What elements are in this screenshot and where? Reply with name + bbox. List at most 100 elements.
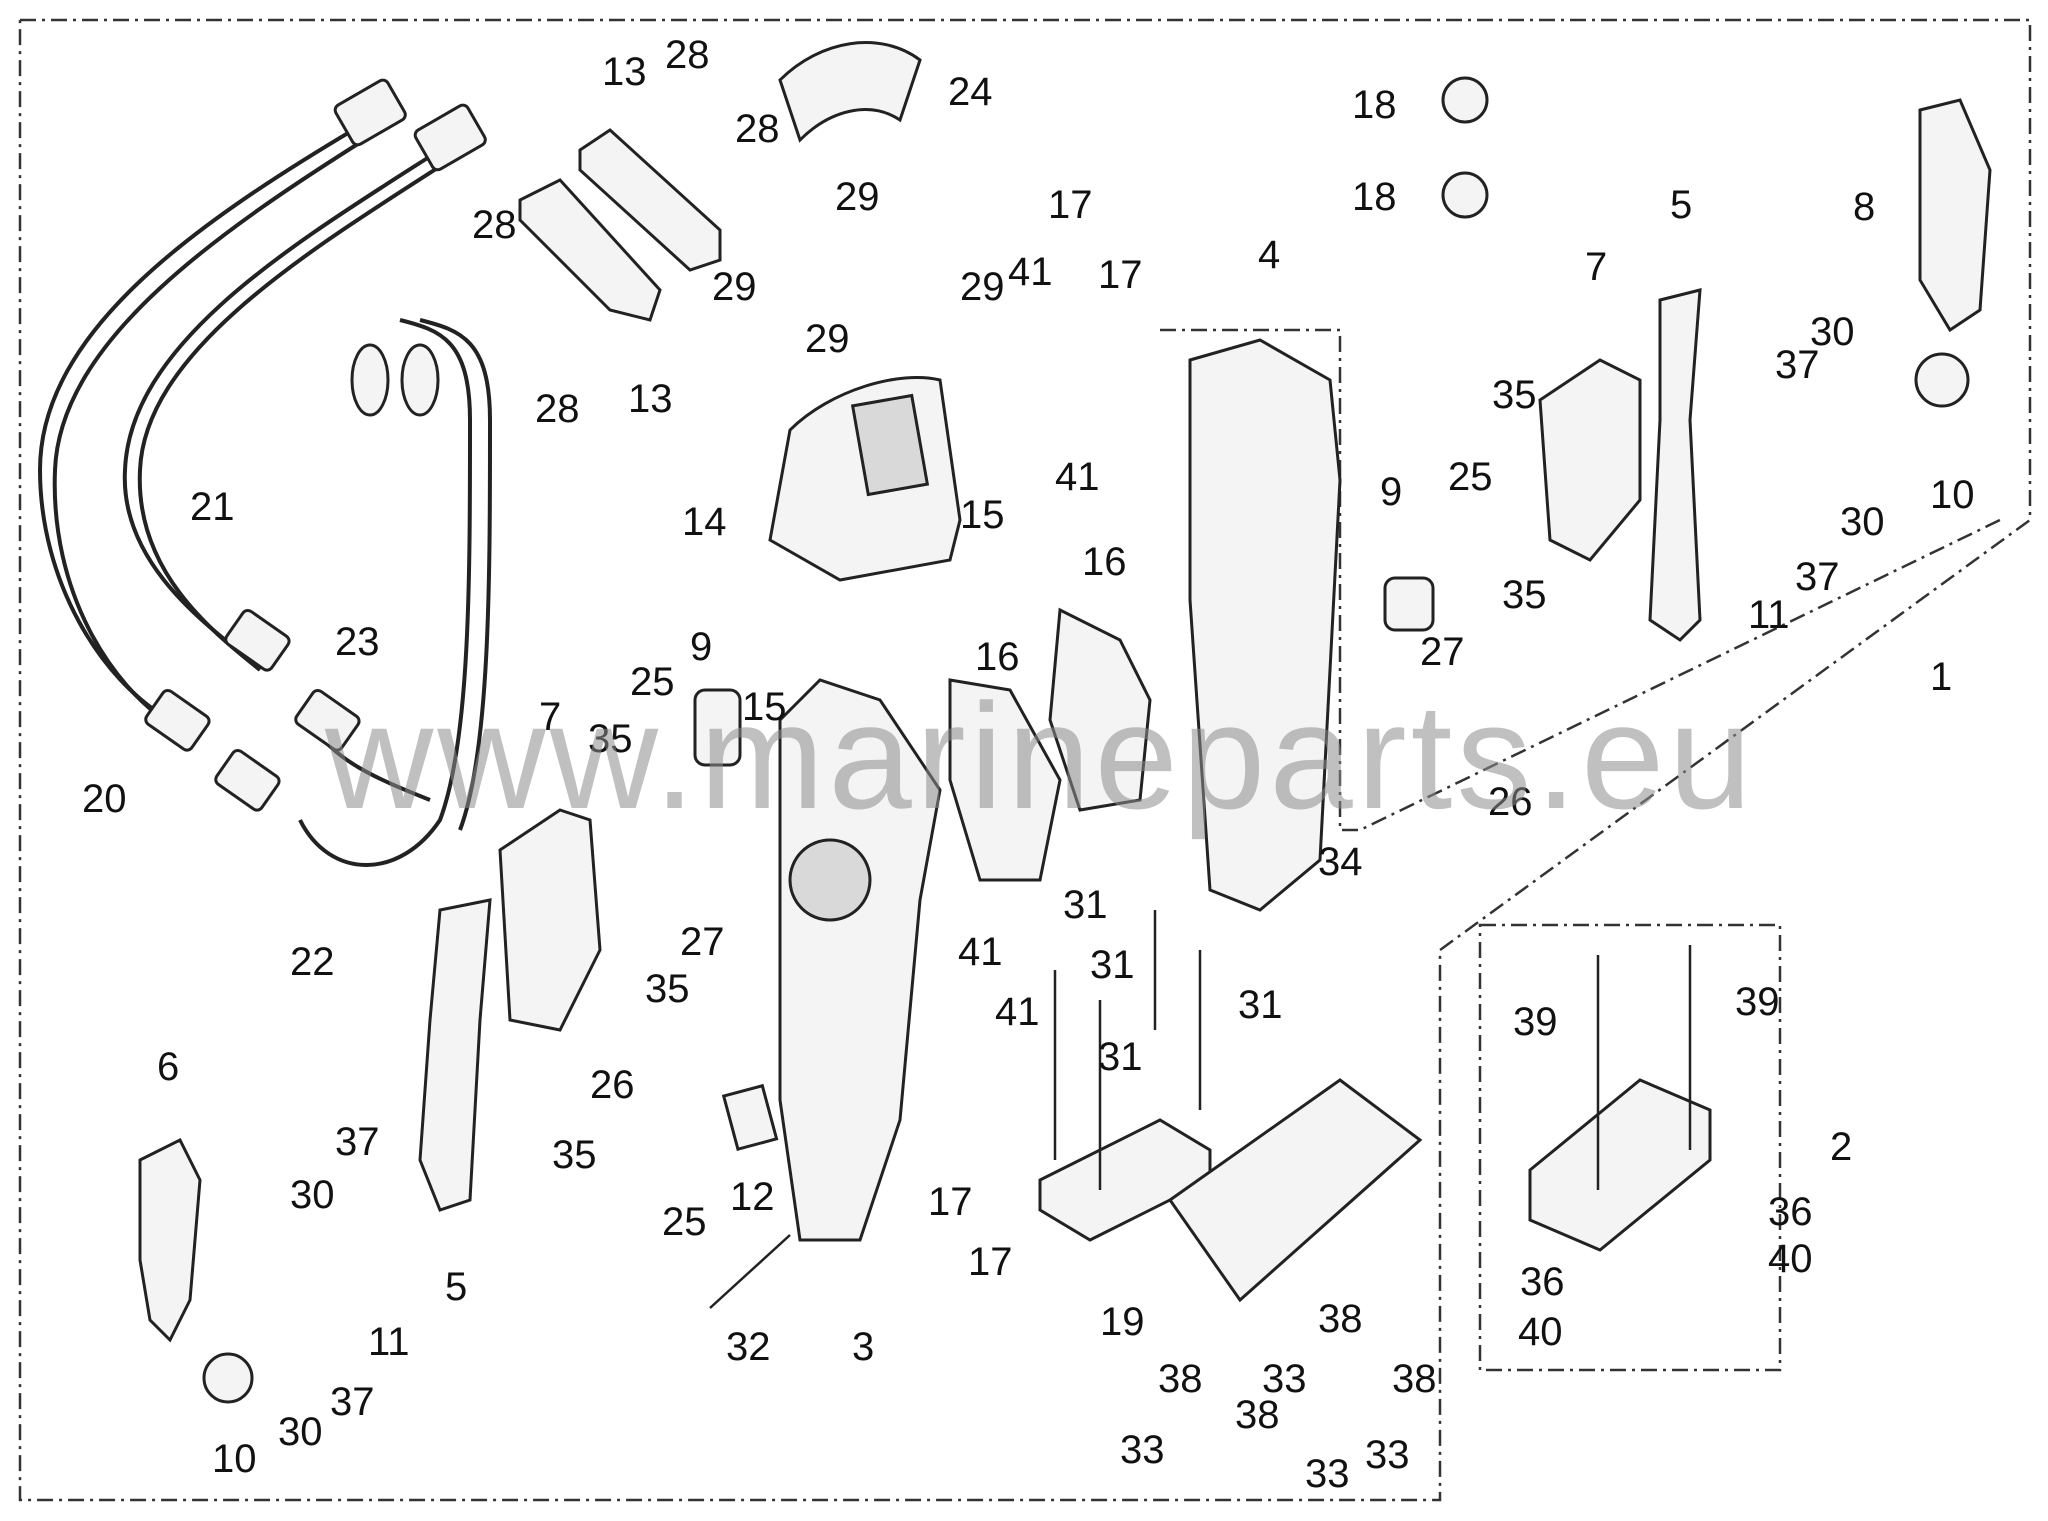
callout: 1 (1930, 655, 1952, 699)
callout: 5 (445, 1265, 467, 1309)
callout: 38 (1235, 1393, 1280, 1437)
pad-9-left (693, 688, 742, 767)
callout: 11 (368, 1320, 410, 1364)
handle-7-right (1538, 358, 1642, 562)
callout: 38 (1158, 1357, 1203, 1401)
callout: 36 (1520, 1260, 1565, 1304)
callout: 33 (1262, 1357, 1307, 1401)
lever-5-right (1648, 288, 1702, 642)
callout: 22 (290, 940, 335, 984)
callout: 37 (1775, 343, 1820, 387)
callout: 39 (1513, 1000, 1558, 1044)
callout: 31 (1238, 983, 1283, 1027)
callout: 27 (1420, 630, 1465, 674)
callout: 41 (1055, 455, 1100, 499)
bracket-13-upper (578, 128, 722, 272)
callout: 4 (1258, 233, 1280, 277)
callout: 14 (682, 500, 727, 544)
callout: 25 (630, 660, 675, 704)
callout: 41 (1008, 250, 1053, 294)
callout: 7 (539, 695, 561, 739)
callout: 10 (1930, 473, 1975, 517)
callout: 15 (960, 493, 1005, 537)
callout: 24 (948, 70, 993, 114)
callout: 35 (645, 967, 690, 1011)
callout: 5 (1670, 183, 1692, 227)
control-body-3 (778, 678, 942, 1242)
callout: 31 (1098, 1035, 1143, 1079)
callout: 35 (552, 1133, 597, 1177)
callout: 17 (1048, 183, 1093, 227)
plug-18-lower (1441, 171, 1489, 219)
callout: 37 (330, 1380, 375, 1424)
callout: 12 (730, 1175, 775, 1219)
callout: 29 (835, 175, 880, 219)
callout: 40 (1768, 1237, 1813, 1281)
callout: 11 (1748, 593, 1790, 637)
callout: 38 (1318, 1297, 1363, 1341)
callout: 27 (680, 920, 725, 964)
callout: 29 (805, 317, 850, 361)
gasket-16-lower (948, 678, 1062, 882)
callout: 28 (472, 203, 517, 247)
cap-10-left (202, 1352, 254, 1404)
callout: 33 (1365, 1433, 1410, 1477)
lever-5-left (418, 898, 492, 1212)
control-body-4 (1188, 338, 1342, 912)
callout: 8 (1853, 185, 1875, 229)
callout: 37 (1795, 555, 1840, 599)
callout: 17 (968, 1240, 1013, 1284)
callout: 37 (335, 1120, 380, 1164)
pad-9-right (1383, 576, 1435, 632)
callout: 25 (662, 1200, 707, 1244)
callout: 23 (335, 620, 380, 664)
callout: 18 (1352, 175, 1397, 219)
cap-10-right (1914, 352, 1970, 408)
callout: 36 (1768, 1190, 1813, 1234)
callout: 25 (1448, 455, 1493, 499)
callout: 28 (535, 387, 580, 431)
callout: 18 (1352, 83, 1397, 127)
callout: 10 (212, 1437, 257, 1481)
callout: 40 (1518, 1310, 1563, 1354)
grip-8 (1918, 98, 1992, 333)
callout: 28 (665, 33, 710, 77)
watermark-text: www.marineparts.eu (324, 672, 1756, 840)
gasket-16-upper (1048, 607, 1152, 812)
plug-18-upper (1441, 76, 1489, 124)
mounting-plate (1167, 1078, 1423, 1303)
callout: 6 (157, 1045, 179, 1089)
callout: 41 (995, 990, 1040, 1034)
plate-12 (721, 1083, 779, 1152)
callout: 19 (1100, 1300, 1145, 1344)
callout: 31 (1063, 883, 1108, 927)
callout: 31 (1090, 943, 1135, 987)
callout: 35 (1492, 373, 1537, 417)
callout: 20 (82, 777, 127, 821)
callout: 30 (278, 1410, 323, 1454)
cover-24 (778, 41, 922, 143)
callout: 3 (852, 1325, 874, 1369)
callout: 21 (190, 485, 235, 529)
callout: 34 (1318, 840, 1363, 884)
callout: 41 (958, 930, 1003, 974)
callout: 28 (735, 107, 780, 151)
callout: 26 (1488, 780, 1533, 824)
callout: 9 (1380, 470, 1402, 514)
sub-assembly-frame-1 (1160, 328, 2001, 832)
callout: 2 (1830, 1125, 1852, 1169)
callout: 9 (690, 625, 712, 669)
sub-assembly-frame-2 (1478, 923, 1782, 1372)
grip-6 (138, 1137, 202, 1343)
callout: 7 (1585, 245, 1607, 289)
callout: 32 (726, 1325, 771, 1369)
callout: 30 (1810, 310, 1855, 354)
callout: 26 (590, 1063, 635, 1107)
callout: 29 (712, 265, 757, 309)
callout: 17 (928, 1180, 973, 1224)
callout: 16 (975, 635, 1020, 679)
callout: 13 (602, 50, 647, 94)
callout: 39 (1735, 980, 1780, 1024)
callout: 30 (290, 1173, 335, 1217)
